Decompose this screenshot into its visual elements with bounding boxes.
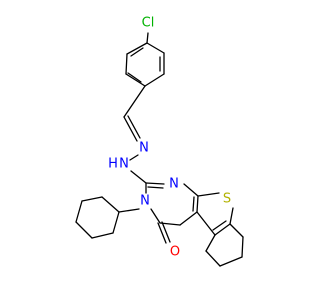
pyr-5 bbox=[159, 222, 181, 226]
cy-6 bbox=[112, 211, 120, 234]
atom-labels: Cl N N H N N S O bbox=[108, 16, 231, 260]
carbonyl-oxygen-label: O bbox=[170, 245, 180, 260]
cy-5 bbox=[91, 232, 114, 239]
thio-4 bbox=[196, 211, 216, 236]
cp-4 bbox=[205, 250, 221, 267]
phenyl-bond-6 bbox=[126, 42, 148, 55]
phenyl-bond-3 bbox=[144, 73, 165, 87]
pyr-3-inner bbox=[192, 196, 195, 212]
co-2 bbox=[161, 221, 171, 243]
imine-double-inner bbox=[127, 115, 141, 139]
pyr-1-inner bbox=[147, 186, 164, 189]
cy-3 bbox=[75, 200, 83, 223]
phenyl-inner-2 bbox=[127, 72, 142, 83]
phenyl-bond-1 bbox=[146, 42, 165, 54]
bond-lines bbox=[75, 32, 244, 267]
cy-4 bbox=[75, 221, 93, 239]
nn-single bbox=[129, 154, 139, 161]
chlorine-atom-label: Cl bbox=[142, 16, 155, 31]
thiophene-sulfur-label: S bbox=[223, 192, 231, 207]
pyrimidine-nitrogen-top-label: N bbox=[169, 177, 179, 192]
cy-link bbox=[118, 208, 140, 213]
imine-nitrogen-label: N bbox=[139, 141, 149, 156]
pyr-1 bbox=[145, 182, 165, 185]
chemical-structure-diagram: Cl N N H N N S O bbox=[75, 16, 244, 267]
cp-3 bbox=[219, 256, 243, 267]
cy-2 bbox=[81, 196, 103, 202]
pyrimidine-nitrogen-left-label: N bbox=[140, 194, 150, 209]
thio-3 bbox=[214, 223, 231, 236]
thio-3-inner bbox=[212, 220, 227, 231]
cy-1 bbox=[101, 196, 120, 213]
hydrazine-hydrogen-label: H bbox=[108, 157, 118, 172]
pyr-6 bbox=[150, 208, 161, 224]
imine-double-outer bbox=[123, 116, 138, 142]
pyr-3 bbox=[196, 195, 199, 213]
co-1 bbox=[157, 222, 167, 244]
cp-1 bbox=[229, 223, 244, 238]
cp-5 bbox=[205, 234, 216, 252]
pyr-2 bbox=[183, 183, 199, 197]
thio-1 bbox=[197, 192, 220, 197]
phenyl-bond-5 bbox=[125, 53, 128, 75]
pyr-4 bbox=[179, 211, 198, 226]
hydrazine-nitrogen-label: N bbox=[119, 157, 129, 172]
cp-2 bbox=[241, 236, 244, 258]
cl-bond bbox=[146, 32, 149, 44]
phenyl-inner-3 bbox=[130, 47, 144, 57]
thio-2 bbox=[229, 207, 234, 225]
benzylic-bond bbox=[123, 85, 146, 118]
nh-to-ring bbox=[130, 170, 147, 184]
phenyl-bond-4 bbox=[125, 73, 146, 87]
